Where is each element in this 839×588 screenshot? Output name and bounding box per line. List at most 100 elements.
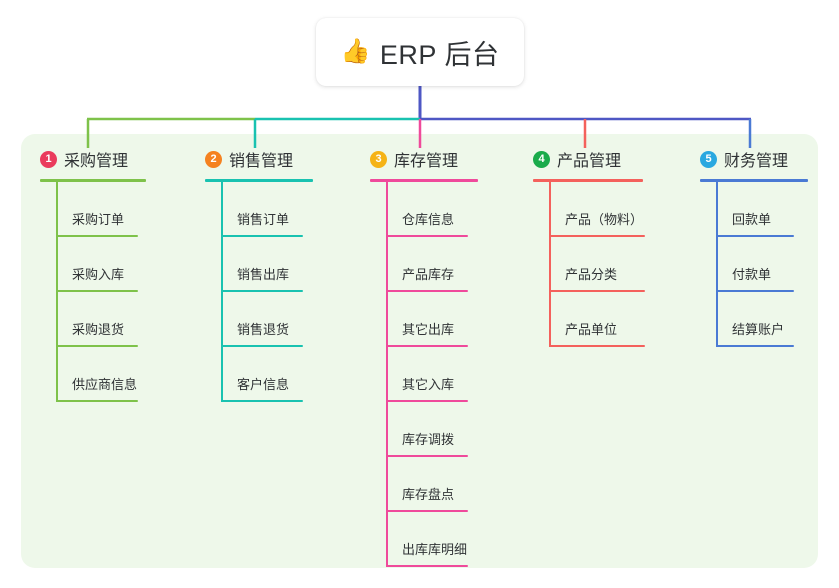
- column-header-4[interactable]: 4 产品管理: [533, 146, 643, 172]
- leaf-item-rule: [716, 345, 794, 347]
- leaf-item-rule: [221, 235, 303, 237]
- leaf-item[interactable]: 销售出库: [205, 237, 313, 292]
- column-header-3[interactable]: 3 库存管理: [370, 146, 478, 172]
- column-spine: [221, 182, 223, 402]
- leaf-item-rule: [221, 345, 303, 347]
- leaf-item-label: 库存盘点: [402, 487, 455, 502]
- leaf-item[interactable]: 其它入库: [370, 347, 478, 402]
- leaf-item-rule: [386, 400, 468, 402]
- column-1: 1 采购管理采购订单采购入库采购退货供应商信息: [40, 146, 146, 402]
- leaf-item[interactable]: 采购入库: [40, 237, 146, 292]
- column-title: 库存管理: [394, 153, 459, 170]
- leaf-item[interactable]: 回款单: [700, 182, 808, 237]
- leaf-item-rule: [386, 235, 468, 237]
- leaf-item-rule: [56, 290, 138, 292]
- leaf-item[interactable]: 销售退货: [205, 292, 313, 347]
- column-header-5[interactable]: 5 财务管理: [700, 146, 808, 172]
- leaf-item-label: 供应商信息: [72, 377, 138, 392]
- leaf-item-rule: [716, 235, 794, 237]
- column-spine: [386, 182, 388, 567]
- column-5: 5 财务管理回款单付款单结算账户: [700, 146, 808, 347]
- column-badge-5: 5: [700, 150, 717, 168]
- leaf-item-rule: [549, 290, 645, 292]
- column-badge-3: 3: [370, 150, 387, 168]
- leaf-item-rule: [386, 345, 468, 347]
- leaf-item-label: 产品库存: [402, 267, 455, 282]
- column-rule: [700, 179, 808, 182]
- leaf-item[interactable]: 产品（物料）: [533, 182, 645, 237]
- leaf-item-label: 其它出库: [402, 322, 455, 337]
- column-badge-4: 4: [533, 150, 550, 168]
- leaf-item[interactable]: 仓库信息: [370, 182, 478, 237]
- leaf-item[interactable]: 采购退货: [40, 292, 146, 347]
- leaf-item[interactable]: 产品单位: [533, 292, 645, 347]
- leaf-item-rule: [386, 290, 468, 292]
- leaf-item-label: 销售出库: [237, 267, 290, 282]
- column-4: 4 产品管理产品（物料） 产品分类产品单位: [533, 146, 645, 347]
- leaf-item[interactable]: 客户信息: [205, 347, 313, 402]
- leaf-item-rule: [221, 400, 303, 402]
- leaf-item-rule: [56, 400, 138, 402]
- leaf-item-label: 产品分类: [565, 267, 618, 282]
- column-items: 仓库信息产品库存其它出库其它入库库存调拨库存盘点出库库明细: [370, 182, 478, 567]
- leaf-item[interactable]: 产品分类: [533, 237, 645, 292]
- leaf-item-rule: [221, 290, 303, 292]
- leaf-item[interactable]: 结算账户: [700, 292, 808, 347]
- leaf-item-rule: [549, 345, 645, 347]
- column-rule: [533, 179, 643, 182]
- leaf-item[interactable]: 库存调拨: [370, 402, 478, 457]
- column-badge-1: 1: [40, 150, 57, 168]
- leaf-item-label: 销售订单: [237, 212, 290, 227]
- leaf-item[interactable]: 销售订单: [205, 182, 313, 237]
- thumbs-up-icon: 👍: [340, 38, 371, 65]
- leaf-item-label: 仓库信息: [402, 212, 455, 227]
- leaf-item-rule: [549, 235, 645, 237]
- leaf-item-label: 采购退货: [72, 322, 125, 337]
- column-rule: [370, 179, 478, 182]
- leaf-item-label: 销售退货: [237, 322, 290, 337]
- leaf-item-rule: [386, 455, 468, 457]
- column-rule: [205, 179, 313, 182]
- leaf-item-label: 付款单: [732, 267, 772, 282]
- column-spine: [56, 182, 58, 402]
- leaf-item[interactable]: 其它出库: [370, 292, 478, 347]
- background-panel: [21, 134, 818, 568]
- leaf-item-label: 回款单: [732, 212, 772, 227]
- column-title: 销售管理: [229, 153, 294, 170]
- leaf-item[interactable]: 采购订单: [40, 182, 146, 237]
- leaf-item-rule: [56, 345, 138, 347]
- leaf-item-rule: [56, 235, 138, 237]
- leaf-item-rule: [386, 510, 468, 512]
- root-label: 👍 ERP 后台: [341, 33, 500, 72]
- column-header-2[interactable]: 2 销售管理: [205, 146, 313, 172]
- leaf-item-label: 结算账户: [732, 322, 785, 337]
- root-title: ERP 后台: [379, 39, 500, 70]
- leaf-item-rule: [716, 290, 794, 292]
- leaf-item[interactable]: 库存盘点: [370, 457, 478, 512]
- leaf-item-label: 客户信息: [237, 377, 290, 392]
- leaf-item-rule: [386, 565, 468, 567]
- column-2: 2 销售管理销售订单销售出库销售退货客户信息: [205, 146, 313, 402]
- leaf-item-label: 采购订单: [72, 212, 125, 227]
- column-items: 销售订单销售出库销售退货客户信息: [205, 182, 313, 402]
- leaf-item[interactable]: 供应商信息: [40, 347, 146, 402]
- leaf-item-label: 其它入库: [402, 377, 455, 392]
- leaf-item-label: 产品单位: [565, 322, 618, 337]
- leaf-item[interactable]: 产品库存: [370, 237, 478, 292]
- column-title: 产品管理: [557, 153, 622, 170]
- column-title: 财务管理: [724, 153, 789, 170]
- leaf-item-label: 库存调拨: [402, 432, 455, 447]
- column-3: 3 库存管理仓库信息产品库存其它出库其它入库库存调拨库存盘点出库库明细: [370, 146, 478, 567]
- leaf-item[interactable]: 出库库明细: [370, 512, 478, 567]
- column-rule: [40, 179, 146, 182]
- root-node[interactable]: 👍 ERP 后台: [316, 18, 524, 86]
- leaf-item[interactable]: 付款单: [700, 237, 808, 292]
- leaf-item-label: 产品（物料）: [565, 212, 644, 227]
- column-title: 采购管理: [64, 153, 129, 170]
- column-header-1[interactable]: 1 采购管理: [40, 146, 146, 172]
- column-items: 采购订单采购入库采购退货供应商信息: [40, 182, 146, 402]
- leaf-item-label: 出库库明细: [402, 542, 468, 557]
- column-badge-2: 2: [205, 150, 222, 168]
- column-spine: [716, 182, 718, 347]
